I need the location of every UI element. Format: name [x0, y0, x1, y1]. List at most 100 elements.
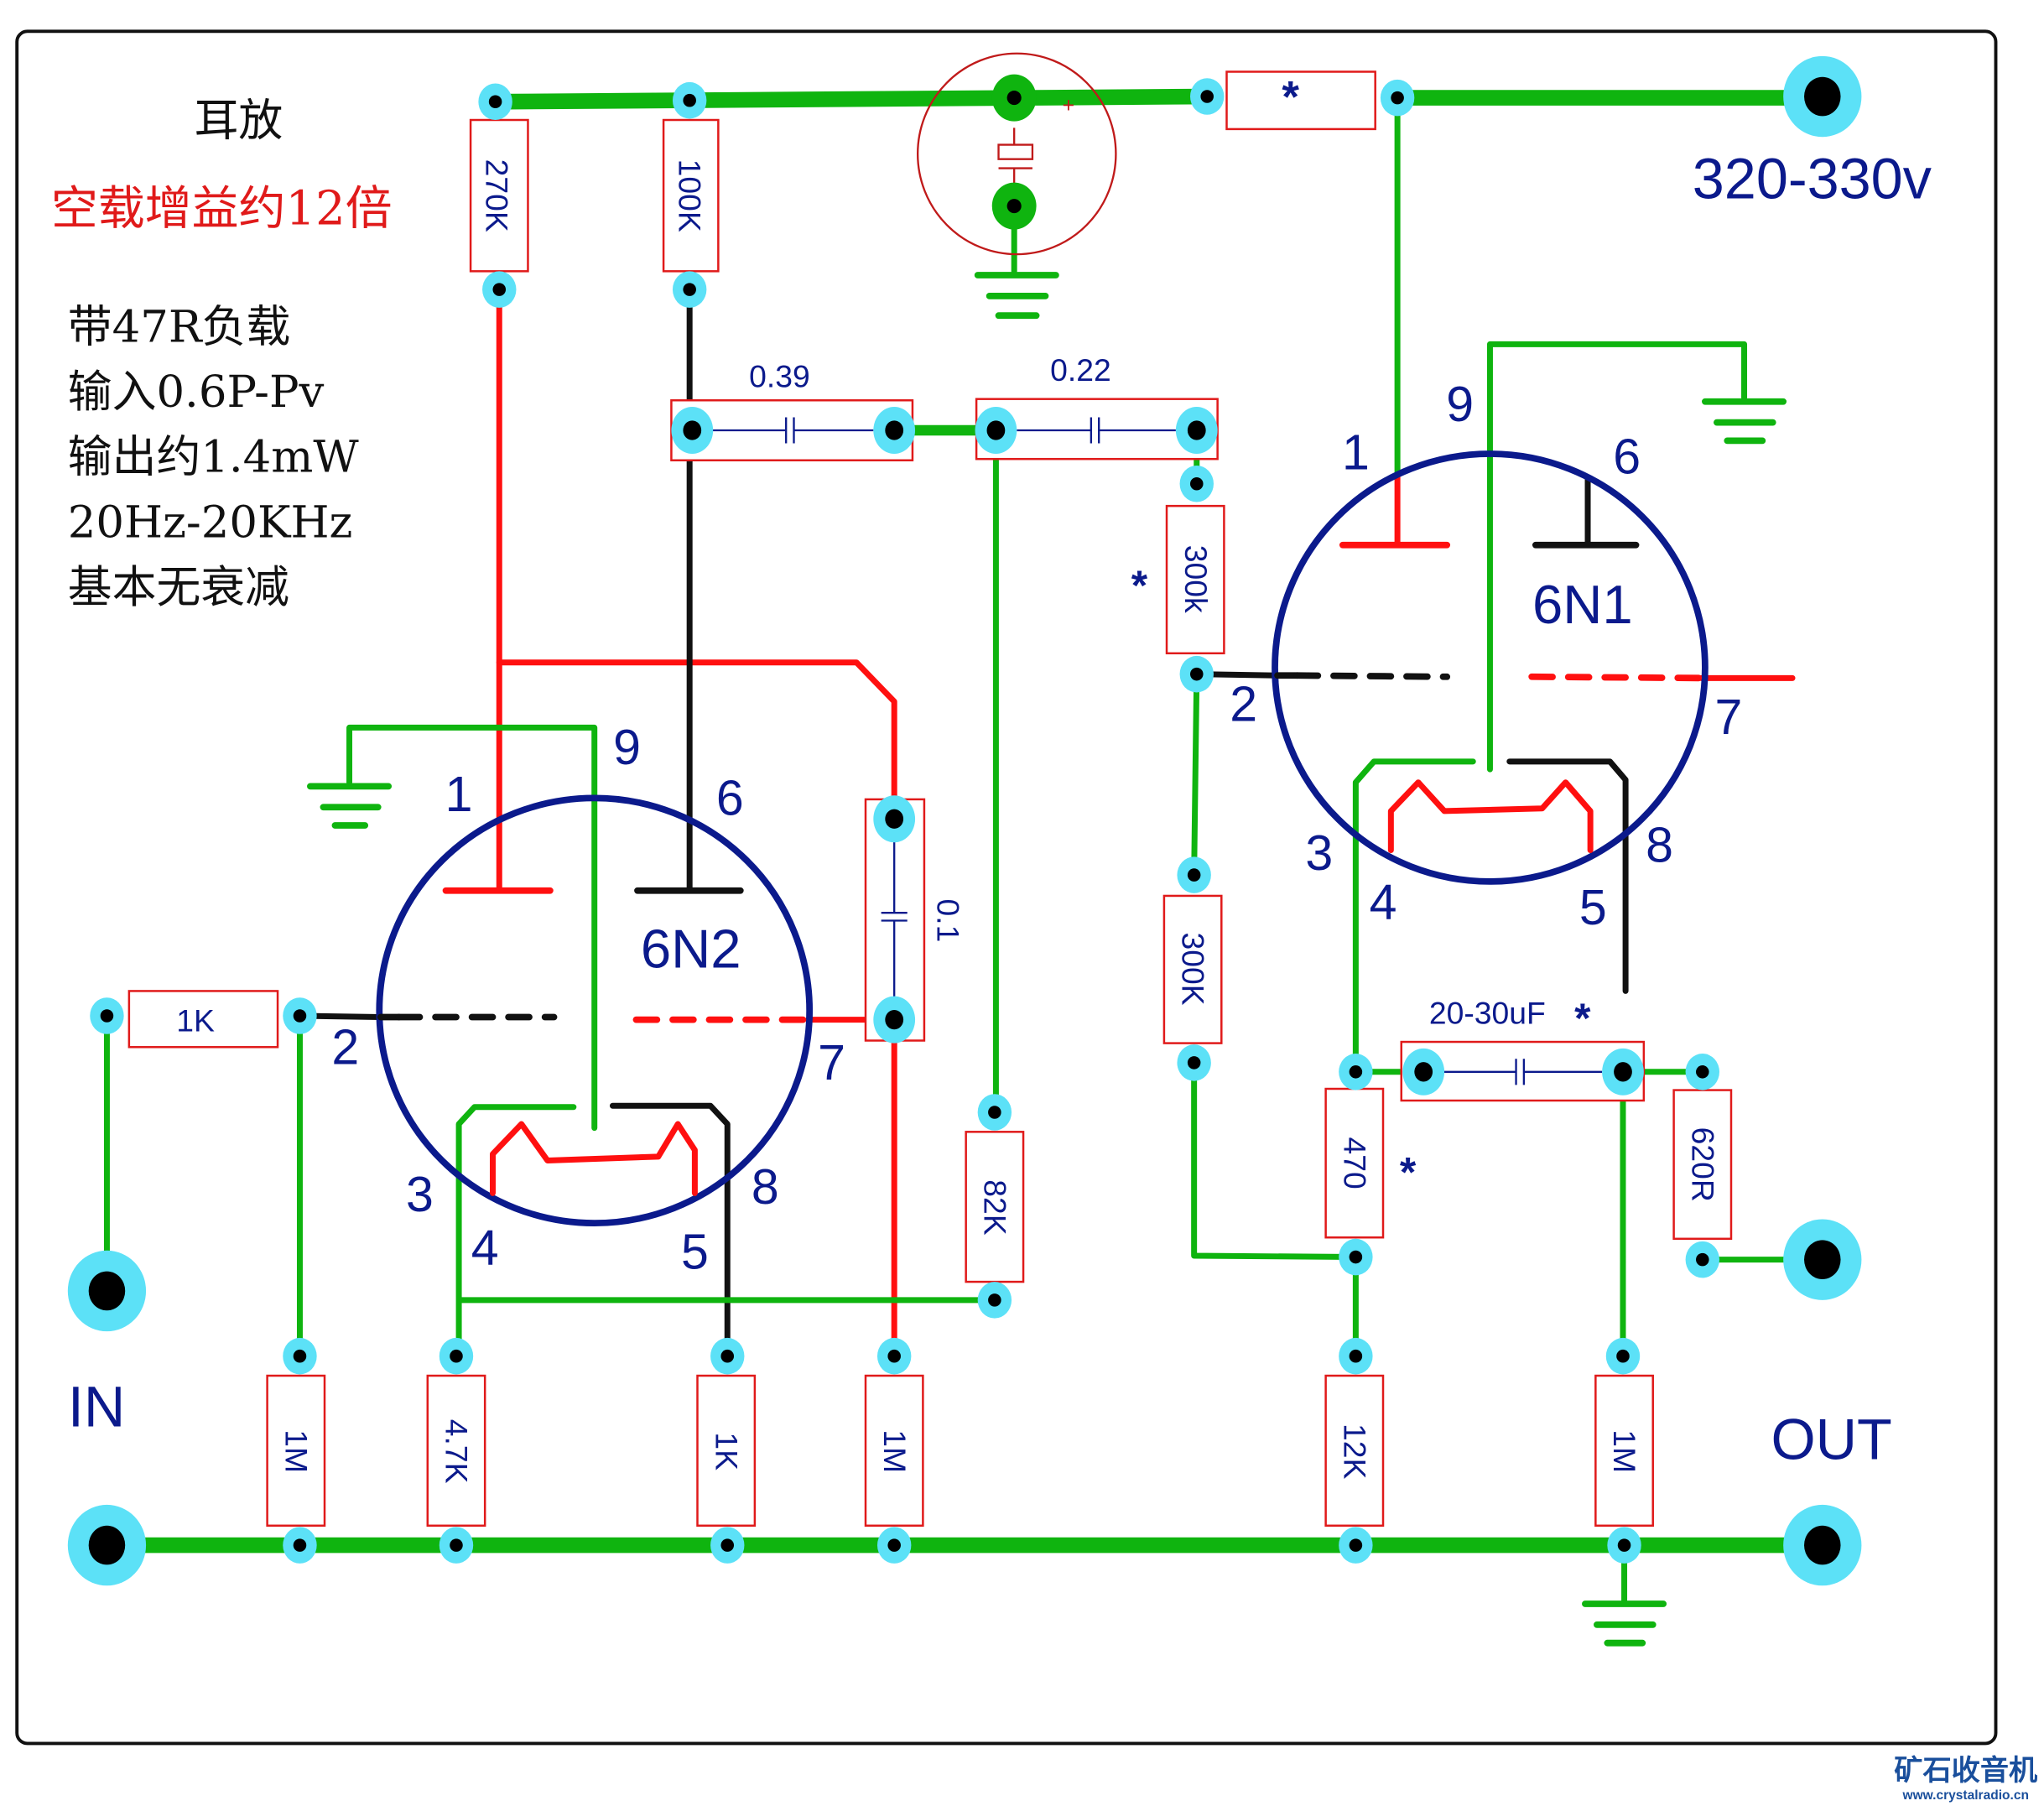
ground-symbol-6n1	[1702, 398, 1787, 445]
pad-hole	[100, 1009, 114, 1023]
pin-label: 1	[445, 767, 473, 822]
pad-hole	[1414, 1062, 1433, 1082]
svg-text:1M: 1M	[1607, 1429, 1642, 1473]
pad-hole	[1617, 1538, 1631, 1552]
pad-hole	[1349, 1065, 1363, 1079]
grid-2-dashed-6n1	[1293, 672, 1451, 680]
star-mark-470: *	[1400, 1149, 1417, 1196]
note-line: 20Hz-20KHz	[68, 497, 353, 548]
svg-text:270K: 270K	[480, 159, 515, 232]
trace-cathode3-6n2	[455, 1104, 998, 1360]
pad-hole	[1189, 667, 1204, 681]
svg-text:4.7K: 4.7K	[439, 1419, 475, 1484]
trace-cathode3-6n1	[1352, 758, 1476, 1075]
pad-hole	[1614, 1062, 1632, 1082]
pin-label: 9	[1446, 377, 1474, 432]
svg-text:470: 470	[1337, 1137, 1372, 1189]
pad-hole	[1696, 1252, 1709, 1267]
pad-hole	[293, 1349, 307, 1363]
svg-text:1K: 1K	[176, 1003, 215, 1038]
pad-hole	[683, 283, 696, 296]
trace-feedback	[496, 659, 897, 822]
supply-rail	[487, 88, 1831, 110]
pad-hole	[293, 1538, 307, 1552]
star-mark-20-30uf: *	[1574, 995, 1591, 1042]
pad-hole	[492, 283, 507, 296]
ground-symbol-6n2	[307, 783, 393, 829]
resistor-100k[interactable]: 100K	[662, 118, 720, 273]
note-line: 输入0.6P-Pv	[68, 367, 325, 418]
resistor-1k-input[interactable]: 1K	[127, 990, 279, 1049]
pin-label: 7	[1714, 690, 1742, 745]
resistor-12k[interactable]: 12K	[1324, 1374, 1385, 1528]
terminal-pad-hole	[88, 1271, 126, 1311]
svg-text:82K: 82K	[977, 1179, 1012, 1235]
pin-label: 7	[818, 1035, 845, 1090]
pad-hole	[1006, 91, 1022, 106]
trace-cathode8-6n2	[609, 1102, 731, 1360]
pad-hole	[988, 1106, 1001, 1119]
resistor-1k-cathode[interactable]: 1K	[696, 1374, 757, 1528]
resistor-1m-output[interactable]: 1M	[1594, 1374, 1654, 1528]
ground-symbol-ecap	[974, 272, 1059, 320]
svg-text:300K: 300K	[1176, 932, 1211, 1005]
resistor-300k-bottom[interactable]: 300K	[1162, 894, 1223, 1044]
resistor-1m-feedback[interactable]: 1M	[864, 1374, 924, 1528]
resistor-supply-star[interactable]: *	[1225, 70, 1376, 131]
note-line: 基本无衰减	[68, 562, 289, 613]
pad-hole	[1391, 91, 1404, 105]
pad-hole	[450, 1538, 463, 1552]
pad-hole	[683, 93, 696, 107]
pad-hole	[986, 420, 1006, 440]
svg-text:1K: 1K	[709, 1432, 744, 1470]
pad-hole	[683, 420, 702, 440]
resistor-300k-top[interactable]: 300k	[1165, 504, 1225, 655]
pad-hole	[1349, 1250, 1363, 1264]
input-label: IN	[68, 1376, 125, 1439]
svg-text:300k: 300k	[1178, 545, 1214, 613]
note-line: 输出约1.4mW	[68, 432, 360, 483]
terminal-pad-hole	[1804, 76, 1841, 117]
pad-hole	[885, 420, 904, 440]
supply-voltage-label: 320-330v	[1693, 147, 1932, 211]
tube-label-6n1: 6N1	[1532, 574, 1633, 635]
pin-label: 1	[1342, 425, 1370, 481]
pin-label: 9	[613, 720, 641, 775]
pad-hole	[293, 1009, 307, 1023]
pad-hole	[887, 1349, 901, 1363]
tube-label-6n2: 6N2	[641, 918, 741, 979]
svg-text:20-30uF: 20-30uF	[1429, 995, 1546, 1030]
pad-hole	[720, 1538, 735, 1552]
resistor-620r[interactable]: 620R	[1672, 1089, 1733, 1241]
terminal-pad-hole	[1804, 1525, 1841, 1565]
tube-6n2: 6N2	[376, 794, 814, 1227]
pin-label: 8	[752, 1159, 779, 1215]
trace-cathode8-6n1	[1506, 758, 1629, 994]
terminal-pad-hole	[1804, 1240, 1841, 1279]
resistor-4-7k[interactable]: 4.7K	[426, 1374, 486, 1528]
pad-hole	[1187, 420, 1206, 440]
pin-label: 5	[1579, 880, 1607, 935]
resistor-470[interactable]: 470	[1324, 1087, 1385, 1239]
grid-7-dashed-6n1	[1528, 673, 1705, 682]
pad-hole	[1349, 1538, 1363, 1552]
svg-text:*: *	[1282, 73, 1299, 122]
pin-label: 2	[331, 1019, 359, 1075]
trace-heater9-6n2	[346, 724, 598, 1132]
star-mark-300k: *	[1131, 562, 1148, 609]
resistor-1m-grid[interactable]: 1M	[266, 1374, 326, 1528]
svg-text:12K: 12K	[1337, 1423, 1372, 1479]
pin-label: 6	[716, 771, 744, 826]
pin-label: 6	[1613, 429, 1641, 484]
heater-6n1	[1387, 779, 1594, 854]
resistor-270k[interactable]: 270K	[469, 118, 529, 273]
pad-hole	[1616, 1349, 1630, 1363]
pad-hole	[1187, 868, 1201, 882]
pad-hole	[988, 1293, 1001, 1307]
pad-hole	[885, 809, 904, 829]
pad-hole	[450, 1349, 463, 1363]
electrolytic-capacitor[interactable]: +	[916, 52, 1117, 256]
resistor-82k[interactable]: 82K	[965, 1131, 1025, 1283]
pad-hole	[1200, 90, 1214, 103]
